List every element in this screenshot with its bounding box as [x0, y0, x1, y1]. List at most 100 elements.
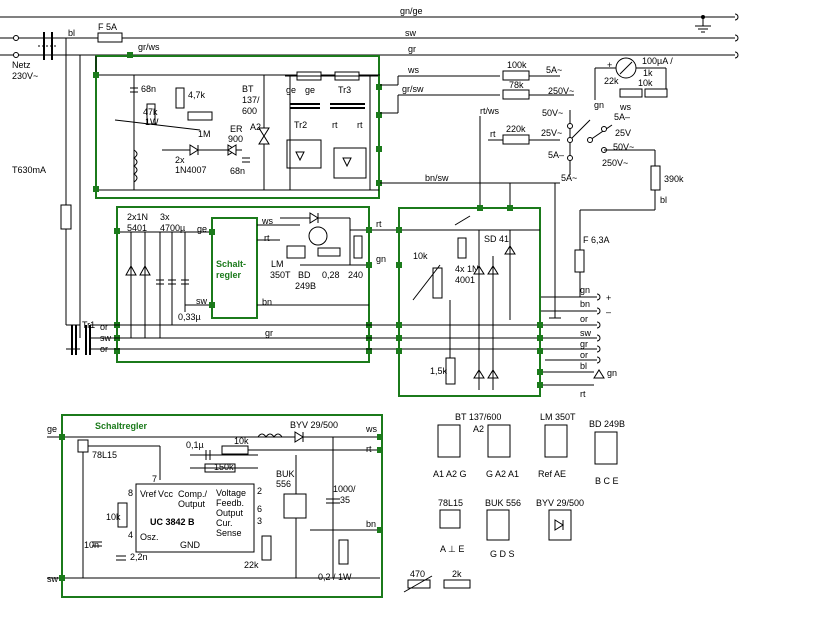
schaltregler-title-1: Schalt-: [216, 259, 246, 269]
supply-ge-label: ge: [197, 224, 207, 234]
range-50v2-label: 50V~: [613, 142, 634, 152]
sr-output-label: Output: [178, 499, 206, 509]
sr-10k2-label: 10k: [106, 512, 121, 522]
meter-rt-label: rt: [490, 129, 496, 139]
triac-bt-label: BT: [242, 84, 254, 94]
range-250v-label: 250V~: [548, 86, 574, 96]
sr-10n-label: 10n: [84, 540, 99, 550]
component-pinouts: BT 137/600 A2 A1 A2 G G A2 A1 LM 350T Re…: [403, 412, 625, 593]
led-gn-label: gn: [607, 368, 617, 378]
pinout-2k-label: 2k: [452, 569, 462, 579]
sr-22n-label: 2,2n: [130, 552, 148, 562]
sr-sense-label: Sense: [216, 528, 242, 538]
tr3-rt2-label: rt: [357, 120, 363, 130]
bus-gr-label: gr: [265, 328, 273, 338]
wire-grws-label: gr/ws: [138, 42, 160, 52]
supply-rt-label: rt: [264, 233, 270, 243]
meter-78k-label: 78k: [509, 80, 524, 90]
sr-pin3-label: 3: [257, 516, 262, 526]
meter-ws2-label: ws: [619, 102, 631, 112]
pinout-byv-name: BYV 29/500: [536, 498, 584, 508]
sr-vcc-label: Vcc: [158, 489, 174, 499]
meter-gn-label: gn: [594, 100, 604, 110]
led-rt-label: rt: [580, 389, 586, 399]
resistor-1w-label: 1W: [145, 117, 159, 127]
out-4001-label: 4001: [455, 275, 475, 285]
power-supply-section: 2x1N 5401 3x 4700µ ge 0,33µ sw Schalt- r…: [114, 206, 400, 363]
pinout-bt-pins2: G A2 A1: [486, 469, 519, 479]
led-bl-label: bl: [580, 361, 587, 371]
pinout-lm-name: LM 350T: [540, 412, 576, 422]
sr-comp-label: Comp./: [178, 489, 208, 499]
sr-pin6-label: 6: [257, 504, 262, 514]
meter-bl-label: bl: [660, 195, 667, 205]
bus-or2-label: or: [100, 344, 108, 354]
range-switch-section: ws 100k 5A~ gr/sw 78k 250V~ 50V~ rt/ws 2…: [380, 56, 684, 211]
sr-gnd-label: GND: [180, 540, 201, 550]
sr-pin2-label: 2: [257, 486, 262, 496]
supply-lm-label: LM: [271, 259, 284, 269]
diac-900-label: 900: [228, 134, 243, 144]
meter-100k-label: 100k: [507, 60, 527, 70]
range-5a3-label: 5A~: [561, 173, 577, 183]
pinout-78l-pins: A ⊥ E: [440, 544, 464, 554]
range-5a-label: 5A~: [546, 65, 562, 75]
meter-390k-label: 390k: [664, 174, 684, 184]
supply-gn-label: gn: [376, 254, 386, 264]
out-4x1n-label: 4x 1N: [455, 264, 479, 274]
supply-028-label: 0,28: [322, 270, 340, 280]
sr-cur-label: Cur.: [216, 518, 233, 528]
sr-02-label: 0,2 / 1W: [318, 572, 352, 582]
sr-bn-label: bn: [366, 519, 376, 529]
meter-ua-label: 100µA /: [642, 56, 673, 66]
pinout-bd-name: BD 249B: [589, 419, 625, 429]
supply-350t-label: 350T: [270, 270, 291, 280]
schaltregler-detail-title: Schaltregler: [95, 421, 148, 431]
meter-ws-label: ws: [407, 65, 419, 75]
range-5a4-label: 5A–: [614, 112, 630, 122]
cap-68n-label: 68n: [141, 84, 156, 94]
bus-sw-label: sw: [100, 333, 112, 343]
out-bn-label: bn: [580, 299, 590, 309]
triac-137-label: 137/: [242, 95, 260, 105]
tr2-ge-label: ge: [286, 85, 296, 95]
pinout-lm-pins: Ref AE: [538, 469, 566, 479]
sr-pin8-label: 8: [128, 488, 133, 498]
transformer-tr1-label: Tr1: [82, 320, 95, 330]
supply-bd-label: BD: [298, 270, 311, 280]
triac-regulator-section: 68n 47k 1W 4,7k 1M 2x 1N4007 ER 900 68n …: [93, 52, 382, 199]
sr-ic-label: UC 3842 B: [150, 517, 195, 527]
range-50v-label: 50V~: [542, 108, 563, 118]
sr-1000-label: 1000/: [333, 484, 356, 494]
out-plus-label: +: [606, 293, 611, 303]
voltage-label: 230V~: [12, 71, 38, 81]
tr3-label: Tr3: [338, 85, 351, 95]
range-25v-label: 25V~: [541, 128, 562, 138]
meter-bnsw-label: bn/sw: [425, 173, 449, 183]
supply-bn-label: bn: [262, 297, 272, 307]
meter-plus-label: +: [607, 60, 612, 70]
meter-1k-label: 1k: [643, 68, 653, 78]
range-25v2-label: 25V: [615, 128, 631, 138]
output-rectifier-section: 10k 4x 1N 4001 SD 41 1,5k F 6,3A bl gn r…: [396, 183, 617, 399]
sr-byv-label: BYV 29/500: [290, 420, 338, 430]
supply-033u-label: 0,33µ: [178, 312, 201, 322]
pinout-470-label: 470: [410, 569, 425, 579]
pot-1m-label: 1M: [198, 129, 211, 139]
wire-gr-label: gr: [408, 44, 416, 54]
sr-78l15-label: 78L15: [92, 450, 117, 460]
sr-rt-label: rt: [366, 444, 372, 454]
supply-4700u-label: 4700µ: [160, 223, 185, 233]
supply-5401-label: 5401: [127, 223, 147, 233]
out-10k-label: 10k: [413, 251, 428, 261]
sr-pin4-label: 4: [128, 530, 133, 540]
pinout-buk-pins: G D S: [490, 549, 515, 559]
range-5a-dc-label: 5A–: [548, 150, 564, 160]
supply-ws-label: ws: [261, 216, 273, 226]
meter-22k-label: 22k: [604, 76, 619, 86]
sr-voltage-label: Voltage: [216, 488, 246, 498]
meter-10k-label: 10k: [638, 78, 653, 88]
out-or2-label: or: [580, 350, 588, 360]
sr-10k-label: 10k: [234, 436, 249, 446]
